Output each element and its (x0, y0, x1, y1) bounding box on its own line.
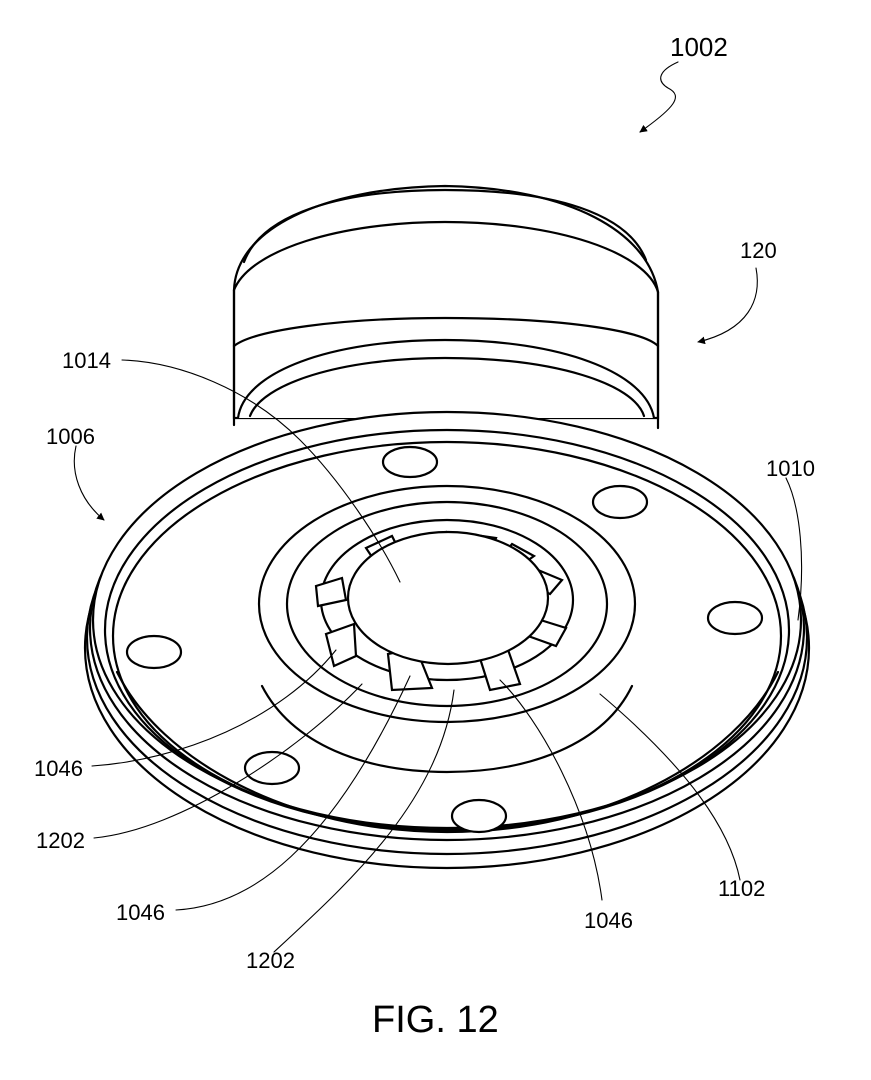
label-1046-bottom-left: 1046 (116, 900, 165, 925)
label-1046-lower-left: 1046 (34, 756, 83, 781)
center-dome (346, 530, 550, 666)
label-1002: 1002 (670, 32, 728, 62)
label-1202-bottom: 1202 (246, 948, 295, 973)
mounting-holes (125, 445, 764, 834)
label-1046-bottom-right: 1046 (584, 908, 633, 933)
hole-upper-right (591, 484, 649, 520)
leader-lines (73, 61, 803, 953)
label-1202-lower-left: 1202 (36, 828, 85, 853)
hole-right (706, 600, 764, 636)
cylindrical-cap (232, 184, 660, 430)
label-1014: 1014 (62, 348, 111, 373)
hole-bottom (450, 798, 508, 834)
hole-lower-left (243, 750, 301, 786)
label-120: 120 (740, 238, 777, 263)
label-1010: 1010 (766, 456, 815, 481)
hole-left (125, 634, 183, 670)
label-1006: 1006 (46, 424, 95, 449)
reference-labels: 1002 120 1014 1006 1010 1046 1202 1046 1… (34, 32, 815, 973)
label-1102: 1102 (718, 876, 765, 901)
hole-top (381, 445, 439, 479)
figure-caption: FIG. 12 (372, 999, 499, 1041)
